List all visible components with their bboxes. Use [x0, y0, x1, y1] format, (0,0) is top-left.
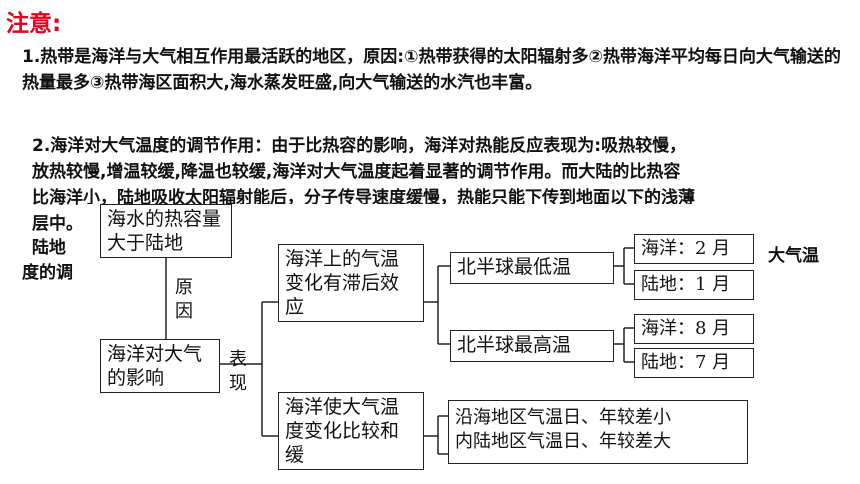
coastal-range-text: 沿海地区气温日、年较差小	[455, 407, 671, 428]
land-min-box: 陆地：1 月	[634, 270, 754, 300]
paragraph-2-line-3: 比海洋小，陆地吸收太阳辐射能后，分子传导速度缓慢，热能只能下传到地面以下的浅薄	[32, 188, 695, 208]
paragraph-2-line-1: 2.海洋对大气温度的调节作用：由于比热容的影响，海洋对热能反应表现为:吸热较慢，	[32, 136, 687, 156]
cause-label: 原因	[175, 277, 193, 322]
ocean-max-box: 海洋：8 月	[634, 314, 754, 344]
paragraph-2-line-4: 层中。	[32, 214, 83, 234]
diagram-connectors	[165, 247, 634, 455]
land-max-box: 陆地：7 月	[634, 348, 754, 378]
notice-title: 注意:	[6, 11, 62, 37]
paragraph-1: 1.热带是海洋与大气相互作用最活跃的地区，原因:①热带获得的太阳辐射多②热带海洋…	[22, 47, 841, 93]
cause-box: 海水的热容量大于陆地	[100, 204, 232, 258]
effect-box: 海洋对大气的影响	[100, 339, 220, 393]
concept-diagram: 海水的热容量大于陆地 原因 海洋对大气的影响 表现 海洋上的气温变化有滞后效应 …	[86, 204, 768, 482]
paragraph-3-line-2-start: 度的调	[22, 263, 73, 283]
inland-range-text: 内陆地区气温日、年较差大	[455, 431, 671, 452]
nh-min-temp-box: 北半球最低温	[450, 252, 614, 284]
paragraph-2-line-2: 放热较慢,增温较缓,降温也较缓,海洋对大气温度起着显著的调节作用。而大陆的比热容	[32, 162, 681, 182]
paragraph-3-end: 大气温	[768, 246, 819, 266]
nh-max-temp-box: 北半球最高温	[450, 330, 614, 362]
ocean-min-box: 海洋：2 月	[634, 234, 754, 264]
moderating-effect-box: 海洋使大气温度变化比较和缓	[278, 392, 424, 470]
lag-effect-box: 海洋上的气温变化有滞后效应	[278, 244, 424, 322]
paragraph-3-start: 陆地	[31, 238, 66, 258]
temperature-range-box: 沿海地区气温日、年较差小 内陆地区气温日、年较差大	[448, 400, 748, 464]
paragraph-2: 2.海洋对大气温度的调节作用：由于比热容的影响，海洋对热能反应表现为:吸热较慢，…	[32, 133, 852, 237]
effect-label: 表现	[229, 349, 247, 394]
